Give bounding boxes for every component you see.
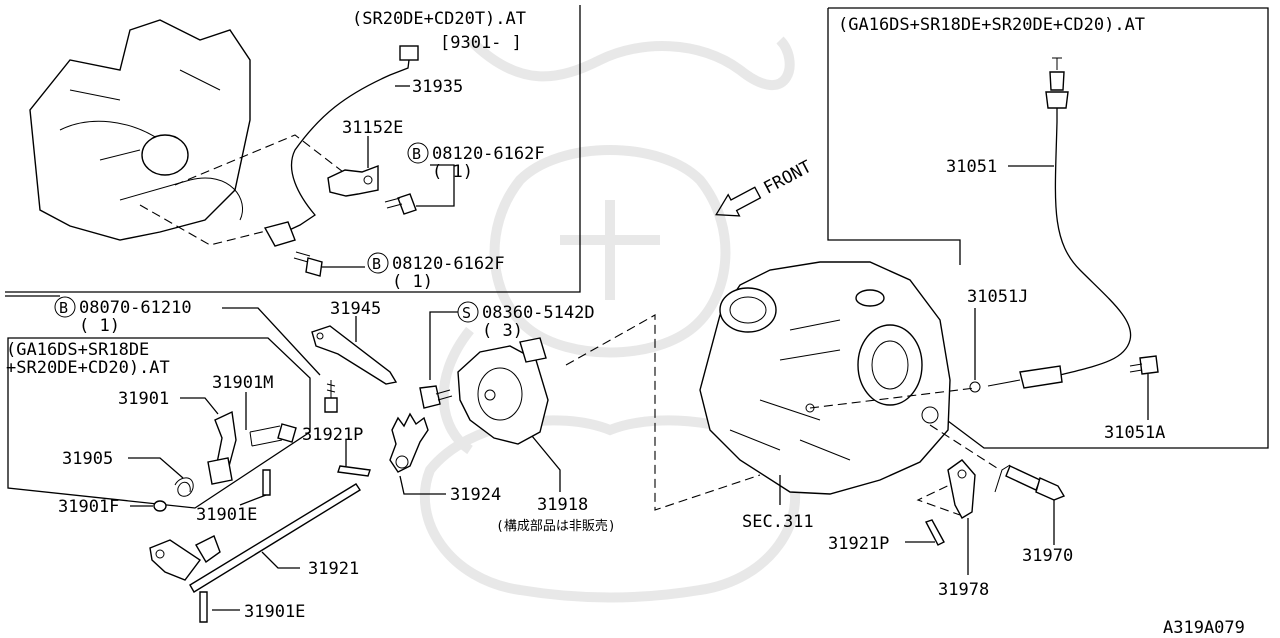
label-31051: 31051 bbox=[946, 157, 997, 177]
pin-31921P-left bbox=[337, 440, 371, 477]
cable-end-31970 bbox=[994, 464, 1066, 545]
label-31978: 31978 bbox=[938, 580, 989, 600]
bolt-marker-middle: B bbox=[367, 252, 389, 274]
bolt-marker-left: B bbox=[54, 296, 76, 318]
label-screw-partno: 08360-5142D bbox=[482, 303, 595, 323]
pin-31921P-right bbox=[905, 519, 945, 546]
label-bolt-top-partno: 08120-6162F bbox=[432, 144, 545, 164]
left-detail-box: (GA16DS+SR18DE +SR20DE+CD20).AT 31901 31… bbox=[6, 337, 311, 509]
front-label: FRONT bbox=[760, 157, 815, 199]
bolt-middle bbox=[293, 251, 365, 277]
bracket-31152E bbox=[327, 136, 379, 197]
sensor-harness-31935 bbox=[263, 45, 419, 247]
cable-31051 bbox=[987, 57, 1132, 389]
top-left-box-title: (SR20DE+CD20T).AT bbox=[352, 9, 526, 29]
right-detail-box: (GA16DS+SR18DE+SR20DE+CD20).AT 31051 310… bbox=[827, 7, 1269, 449]
label-bolt-middle-qty: ( 1) bbox=[392, 272, 433, 292]
label-31901F: 31901F bbox=[58, 497, 119, 517]
label-31905: 31905 bbox=[62, 449, 113, 469]
dashed-guide-a bbox=[565, 314, 761, 511]
svg-text:B: B bbox=[372, 255, 381, 273]
top-left-box-border bbox=[5, 5, 581, 293]
bolt-marker-top: B bbox=[407, 142, 429, 164]
label-31924: 31924 bbox=[450, 485, 501, 505]
label-31970: 31970 bbox=[1022, 546, 1073, 566]
front-direction-arrow: FRONT bbox=[715, 157, 815, 217]
label-bolt-top-qty: ( 1) bbox=[432, 162, 473, 182]
label-bolt-left-partno: 08070-61210 bbox=[79, 298, 192, 318]
label-31901M: 31901M bbox=[212, 373, 273, 393]
lever-31901 bbox=[207, 410, 237, 485]
clip-31051J bbox=[969, 381, 981, 393]
screw-part bbox=[419, 385, 453, 409]
label-31152E: 31152E bbox=[342, 118, 403, 138]
spring-31905 bbox=[174, 477, 194, 497]
label-bolt-left-qty: ( 1) bbox=[79, 316, 120, 336]
dashed-guide-c bbox=[916, 424, 1001, 516]
svg-text:S: S bbox=[462, 304, 471, 322]
left-box-title-line2: +SR20DE+CD20).AT bbox=[6, 358, 170, 378]
label-31051J: 31051J bbox=[967, 287, 1028, 307]
transmission-case bbox=[699, 261, 951, 495]
screw-marker: S bbox=[457, 301, 479, 323]
label-31918: 31918 bbox=[537, 495, 588, 515]
bolt-top bbox=[384, 164, 455, 215]
engine-sketch bbox=[29, 19, 251, 241]
bolt-31051A bbox=[1129, 355, 1159, 420]
left-box-border bbox=[7, 337, 311, 509]
left-box-title-line1: (GA16DS+SR18DE bbox=[6, 340, 149, 360]
label-31935: 31935 bbox=[412, 77, 463, 97]
label-31921: 31921 bbox=[308, 559, 359, 579]
drawing-id: A319A079 bbox=[1163, 618, 1245, 638]
leader-screw bbox=[429, 311, 458, 380]
pin-31901E-upper bbox=[239, 469, 271, 506]
label-31901E-lower: 31901E bbox=[244, 602, 305, 622]
manual-shaft-31921 bbox=[149, 483, 361, 593]
left-region-top-rule bbox=[5, 295, 60, 297]
lever-31978 bbox=[947, 459, 976, 575]
washer-31901F bbox=[130, 500, 167, 512]
right-box-border bbox=[827, 7, 1269, 449]
position-switch-31918 bbox=[457, 337, 561, 492]
label-31051A: 31051A bbox=[1104, 423, 1165, 443]
pin-31901E-lower bbox=[199, 591, 240, 623]
label-screw-qty: ( 3) bbox=[482, 321, 523, 341]
label-31945: 31945 bbox=[330, 299, 381, 319]
bolt-left bbox=[324, 380, 338, 413]
svg-text:B: B bbox=[412, 145, 421, 163]
detent-sector-31924 bbox=[389, 412, 446, 495]
top-left-detail-box: (SR20DE+CD20T).AT [9301- ] 31935 31152E bbox=[5, 5, 581, 293]
svg-text:B: B bbox=[59, 299, 68, 317]
label-31901: 31901 bbox=[118, 389, 169, 409]
label-bolt-middle-partno: 08120-6162F bbox=[392, 254, 505, 274]
top-left-box-date-range: [9301- ] bbox=[440, 33, 522, 53]
label-31921P-right: 31921P bbox=[828, 534, 889, 554]
right-box-title: (GA16DS+SR18DE+SR20DE+CD20).AT bbox=[838, 15, 1145, 35]
leader-bolt-left bbox=[222, 307, 321, 376]
label-sec-311: SEC.311 bbox=[742, 512, 814, 532]
bracket-31945 bbox=[311, 316, 398, 385]
bolt-31901M bbox=[245, 392, 297, 447]
label-31918-note: (構成部品は非販売) bbox=[496, 518, 616, 534]
label-31901E-upper: 31901E bbox=[196, 505, 257, 525]
label-31921P-left: 31921P bbox=[302, 425, 363, 445]
